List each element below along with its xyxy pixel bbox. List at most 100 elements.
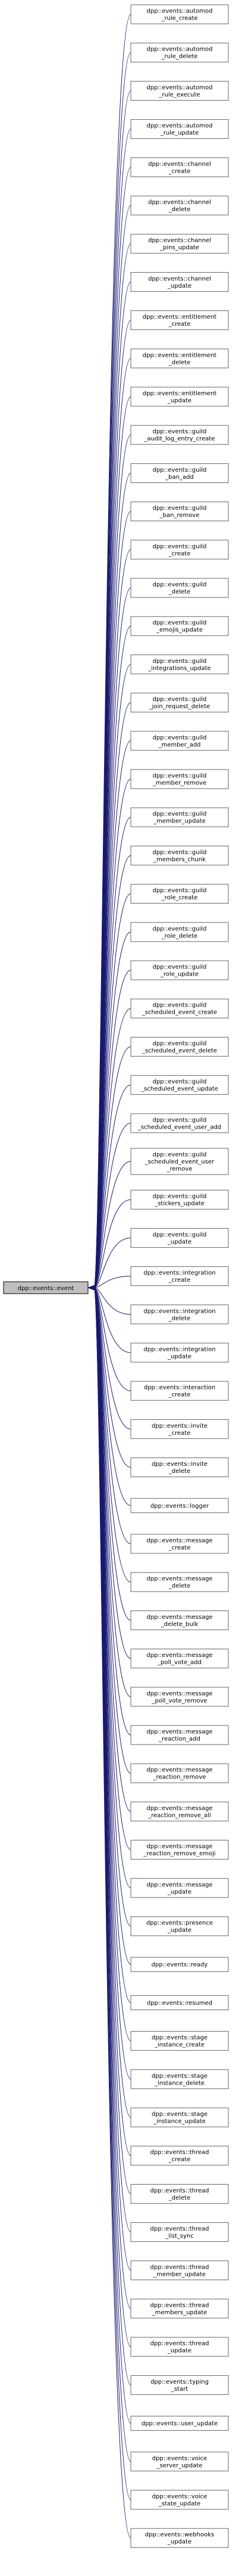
derived-class-node[interactable]: dpp::events::guild_join_request_delete [130,693,229,713]
derived-class-node[interactable]: dpp::events::message_update [130,1878,229,1898]
derived-class-node[interactable]: dpp::events::message_reaction_remove_emo… [130,1840,229,1860]
derived-class-node[interactable]: dpp::events::thread_members_update [130,2298,229,2319]
derived-class-node[interactable]: dpp::events::invite_create [130,1419,229,1439]
derived-class-label: dpp::events::guild [153,1232,207,1238]
derived-class-node[interactable]: dpp::events::stage_instance_delete [130,2069,229,2089]
derived-class-node[interactable]: dpp::events::presence_update [130,1916,229,1936]
inheritance-edge [93,817,131,1288]
derived-class-node[interactable]: dpp::events::automod_rule_create [130,4,229,24]
derived-class-node[interactable]: dpp::events::automod_rule_execute [130,80,229,101]
derived-class-node[interactable]: dpp::events::thread_update [130,2337,229,2357]
derived-class-node[interactable]: dpp::events::voice_state_update [130,2490,229,2510]
derived-class-node[interactable]: dpp::events::message_reaction_remove [130,1763,229,1783]
derived-class-node[interactable]: dpp::events::channel_pins_update [130,233,229,254]
derived-class-node[interactable]: dpp::events::thread_create [130,2145,229,2166]
derived-class-label: dpp::events::interaction [144,1385,215,1391]
derived-class-node[interactable]: dpp::events::entitlement_delete [130,348,229,369]
derived-class-node[interactable]: dpp::events::integration_update [130,1342,229,1363]
derived-class-label: dpp::events::message [146,1576,212,1583]
derived-class-node[interactable]: dpp::events::resumed [130,1995,229,2010]
derived-class-node[interactable]: dpp::events::typing_start [130,2375,229,2395]
derived-class-node[interactable]: dpp::events::voice_server_update [130,2452,229,2472]
derived-class-node[interactable]: dpp::events::guild_emojis_update [130,616,229,636]
derived-class-node[interactable]: dpp::events::automod_rule_delete [130,42,229,63]
derived-class-label: dpp::events::typing [150,2379,209,2385]
derived-class-node[interactable]: dpp::events::guild_create [130,540,229,560]
derived-class-label: dpp::events::entitlement [143,314,216,320]
derived-class-label: dpp::events::voice [152,2455,208,2462]
derived-class-label: _update [167,1354,191,1360]
inheritance-edge [93,1287,131,2538]
derived-class-node[interactable]: dpp::events::guild_role_create [130,884,229,904]
derived-class-node[interactable]: dpp::events::user_update [130,2416,229,2431]
inheritance-edge [93,1287,131,1429]
derived-class-label: _audit_log_entry_create [144,436,215,443]
derived-class-label: dpp::events::guild [153,849,207,856]
base-class-node[interactable]: dpp::events::event [3,1281,89,1294]
derived-class-node[interactable]: dpp::events::guild_members_chunk [130,845,229,865]
derived-class-label: dpp::events::voice [152,2494,208,2500]
derived-class-node[interactable]: dpp::events::guild_scheduled_event_creat… [130,998,229,1018]
derived-class-node[interactable]: dpp::events::guild_role_delete [130,922,229,942]
derived-class-label: dpp::events::message [146,1843,212,1850]
derived-class-node[interactable]: dpp::events::ready [130,1957,229,1972]
derived-class-node[interactable]: dpp::events::message_poll_vote_remove [130,1687,229,1707]
derived-class-label: dpp::events::guild [153,926,207,932]
derived-class-label: dpp::events::integration [143,1347,215,1353]
derived-class-label: dpp::events::guild [153,1117,207,1123]
derived-class-label: dpp::events::automod [147,123,213,129]
derived-class-node[interactable]: dpp::events::message_delete [130,1572,229,1592]
derived-class-label: dpp::events::message [146,1690,212,1697]
derived-class-label: _pins_update [159,245,199,251]
derived-class-node[interactable]: dpp::events::entitlement_create [130,310,229,331]
derived-class-node[interactable]: dpp::events::guild_delete [130,578,229,598]
derived-class-node[interactable]: dpp::events::stage_instance_update [130,2107,229,2128]
derived-class-label: dpp::events::guild [153,582,207,588]
inheritance-edge [93,1276,131,1288]
derived-class-node[interactable]: dpp::events::logger [130,1498,229,1513]
derived-class-node[interactable]: dpp::events::guild_update [130,1228,229,1248]
derived-class-node[interactable]: dpp::events::message_delete_bulk [130,1610,229,1630]
derived-class-node[interactable]: dpp::events::thread_delete [130,2183,229,2204]
derived-class-node[interactable]: dpp::events::guild_scheduled_event_updat… [130,1075,229,1095]
derived-class-node[interactable]: dpp::events::invite_delete [130,1457,229,1478]
derived-class-node[interactable]: dpp::events::message_poll_vote_add [130,1649,229,1669]
derived-class-node[interactable]: dpp::events::guild_member_add [130,731,229,751]
derived-class-node[interactable]: dpp::events::guild_role_update [130,960,229,980]
derived-class-node[interactable]: dpp::events::automod_rule_update [130,119,229,139]
derived-class-node[interactable]: dpp::events::guild_scheduled_event_user_… [130,1148,229,1175]
derived-class-node[interactable]: dpp::events::message_create [130,1534,229,1554]
derived-class-node[interactable]: dpp::events::message_reaction_add [130,1725,229,1745]
derived-class-node[interactable]: dpp::events::integration_delete [130,1304,229,1325]
derived-class-label: dpp::events::invite [152,1423,208,1429]
derived-class-node[interactable]: dpp::events::guild_scheduled_event_user_… [130,1113,229,1133]
derived-class-label: dpp::events::channel [148,276,211,282]
derived-class-node[interactable]: dpp::events::guild_audit_log_entry_creat… [130,425,229,445]
derived-class-node[interactable]: dpp::events::integration_create [130,1266,229,1287]
derived-class-label: _update [167,2539,191,2546]
derived-class-node[interactable]: dpp::events::guild_member_update [130,807,229,827]
derived-class-node[interactable]: dpp::events::message_reaction_remove_all [130,1801,229,1821]
inheritance-edge [93,1287,131,1315]
derived-class-nodes: dpp::events::automod_rule_createdpp::eve… [130,4,229,2548]
derived-class-node[interactable]: dpp::events::channel_create [130,157,229,177]
derived-class-label: _member_remove [152,780,206,787]
derived-class-node[interactable]: dpp::events::guild_member_remove [130,769,229,789]
derived-class-node[interactable]: dpp::events::guild_ban_remove [130,502,229,522]
derived-class-label: _delete [168,2195,191,2201]
derived-class-node[interactable]: dpp::events::guild_scheduled_event_delet… [130,1036,229,1057]
derived-class-node[interactable]: dpp::events::guild_integrations_update [130,654,229,674]
derived-class-node[interactable]: dpp::events::interaction_create [130,1381,229,1401]
derived-class-node[interactable]: dpp::events::stage_instance_create [130,2031,229,2051]
derived-class-label: dpp::events::thread [150,2188,209,2194]
derived-class-node[interactable]: dpp::events::entitlement_update [130,387,229,407]
derived-class-node[interactable]: dpp::events::guild_stickers_update [130,1189,229,1210]
derived-class-node[interactable]: dpp::events::channel_update [130,272,229,292]
derived-class-node[interactable]: dpp::events::thread_member_update [130,2260,229,2281]
derived-class-label: _delete [168,1315,191,1322]
derived-class-label: dpp::events::automod [147,46,213,53]
derived-class-node[interactable]: dpp::events::guild_ban_add [130,463,229,483]
derived-class-node[interactable]: dpp::events::channel_delete [130,195,229,216]
derived-class-node[interactable]: dpp::events::thread_list_sync [130,2222,229,2242]
derived-class-node[interactable]: dpp::events::webhooks_update [130,2528,229,2548]
